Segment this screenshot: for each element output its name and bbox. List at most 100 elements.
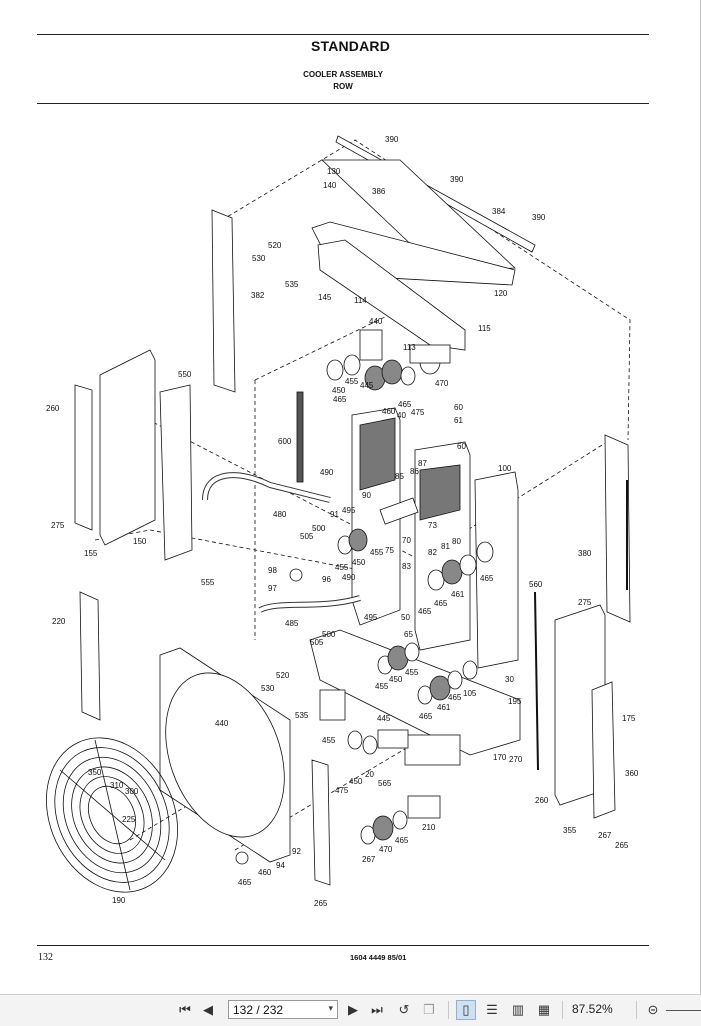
single-page-icon[interactable]: ▯ xyxy=(456,1000,476,1020)
part-callout: 535 xyxy=(295,711,309,720)
copy-icon[interactable]: ❐ xyxy=(423,1002,435,1017)
part-callout: 450 xyxy=(389,675,403,684)
toolbar-separator xyxy=(562,1001,563,1019)
part-callout: 190 xyxy=(112,896,126,905)
part-callout: 445 xyxy=(377,714,391,723)
part-callout: 86 xyxy=(410,467,419,476)
part-callout: 150 xyxy=(133,537,147,546)
page-field[interactable]: 132 / 232 ▾ xyxy=(228,1000,338,1019)
part-callout: 555 xyxy=(201,578,215,587)
part-callout: 384 xyxy=(492,207,506,216)
zoom-level[interactable]: 87.52% xyxy=(572,1002,613,1016)
part-callout: 350 xyxy=(88,768,102,777)
chevron-down-icon[interactable]: ▾ xyxy=(328,1003,333,1013)
part-callout: 100 xyxy=(498,464,512,473)
part-callout: 60 xyxy=(454,403,463,412)
part-callout: 270 xyxy=(509,755,523,764)
part-callout: 390 xyxy=(450,175,464,184)
part-callout: 495 xyxy=(342,506,356,515)
part-callout: 81 xyxy=(441,542,450,551)
part-callout: 275 xyxy=(51,521,65,530)
part-callout: 440 xyxy=(215,719,229,728)
part-callout: 50 xyxy=(401,613,410,622)
part-callout: 455 xyxy=(345,377,359,386)
part-callout: 465 xyxy=(419,712,433,721)
last-page-icon[interactable]: ⏭ xyxy=(371,1002,383,1017)
part-callout: 310 xyxy=(110,781,124,790)
footer-rule xyxy=(37,945,649,946)
part-callout: 275 xyxy=(578,598,592,607)
part-callout: 380 xyxy=(578,549,592,558)
part-callout: 97 xyxy=(268,584,277,593)
part-callout: 65 xyxy=(404,630,413,639)
part-callout: 440 xyxy=(369,317,383,326)
part-callout: 87 xyxy=(418,459,427,468)
part-callout: 480 xyxy=(273,510,287,519)
part-callout: 465 xyxy=(398,400,412,409)
two-page-icon[interactable]: ▥ xyxy=(511,1002,525,1017)
part-callout: 460 xyxy=(382,407,396,416)
part-callout: 495 xyxy=(364,613,378,622)
part-callout: 505 xyxy=(300,532,314,541)
part-callout: 82 xyxy=(428,548,437,557)
toolbar-separator xyxy=(636,1001,637,1019)
part-callout: 465 xyxy=(238,878,252,887)
part-callout: 210 xyxy=(422,823,436,832)
page-subtitle-2: ROW xyxy=(333,82,353,91)
part-callout: 500 xyxy=(312,524,326,533)
part-callout: 500 xyxy=(322,630,336,639)
part-callout: 445 xyxy=(360,381,374,390)
part-callout: 386 xyxy=(372,187,386,196)
toolbar-separator xyxy=(448,1001,449,1019)
part-callout: 520 xyxy=(268,241,282,250)
part-callout: 461 xyxy=(451,590,465,599)
part-callout: 225 xyxy=(122,815,136,824)
header-bottom-rule xyxy=(37,103,649,104)
part-callout: 465 xyxy=(333,395,347,404)
part-callout: 505 xyxy=(310,638,324,647)
document-page: STANDARD COOLER ASSEMBLY ROW xyxy=(37,0,701,994)
viewer-toolbar: ⏮ ◀ 132 / 232 ▾ ▶ ⏭ ↺ ❐ ▯ ☰ ▥ ▦ 87.52% ⊝ xyxy=(0,994,701,1026)
zoom-out-icon[interactable]: ⊝ xyxy=(647,1002,659,1017)
part-callout: 475 xyxy=(411,408,425,417)
part-callout: 550 xyxy=(178,370,192,379)
two-page-continuous-icon[interactable]: ▦ xyxy=(537,1002,551,1017)
part-callout: 455 xyxy=(335,563,349,572)
part-callout: 465 xyxy=(448,693,462,702)
part-callout: 465 xyxy=(418,607,432,616)
part-callout: 355 xyxy=(563,826,577,835)
part-callout: 145 xyxy=(318,293,332,302)
page-number: 132 xyxy=(38,952,53,963)
part-callout: 61 xyxy=(454,416,463,425)
part-callout: 382 xyxy=(251,291,265,300)
first-page-icon[interactable]: ⏮ xyxy=(179,1002,191,1017)
part-callout: 265 xyxy=(615,841,629,850)
fan-guard xyxy=(46,737,178,893)
prev-page-icon[interactable]: ◀ xyxy=(203,1002,213,1017)
part-callout: 175 xyxy=(622,714,636,723)
header-top-rule xyxy=(37,34,649,35)
part-callout: 96 xyxy=(322,575,331,584)
part-callout: 90 xyxy=(362,491,371,500)
part-callout: 560 xyxy=(529,580,543,589)
page-subtitle-1: COOLER ASSEMBLY xyxy=(303,70,383,79)
part-callout: 490 xyxy=(320,468,334,477)
rotate-icon[interactable]: ↺ xyxy=(398,1002,410,1017)
part-callout: 530 xyxy=(252,254,266,263)
part-callout: 300 xyxy=(125,787,139,796)
part-callout: 465 xyxy=(395,836,409,845)
part-callout: 455 xyxy=(405,668,419,677)
part-callout: 267 xyxy=(598,831,612,840)
part-callout: 265 xyxy=(314,899,328,908)
part-callout: 530 xyxy=(261,684,275,693)
continuous-icon[interactable]: ☰ xyxy=(486,1002,498,1017)
part-callout: 40 xyxy=(397,411,406,420)
part-callout: 600 xyxy=(278,437,292,446)
part-callout: 470 xyxy=(379,845,393,854)
next-page-icon[interactable]: ▶ xyxy=(348,1002,358,1017)
zoom-slider[interactable] xyxy=(666,1010,701,1011)
part-callout: 450 xyxy=(352,558,366,567)
part-callout: 465 xyxy=(434,599,448,608)
part-callout: 461 xyxy=(437,703,451,712)
